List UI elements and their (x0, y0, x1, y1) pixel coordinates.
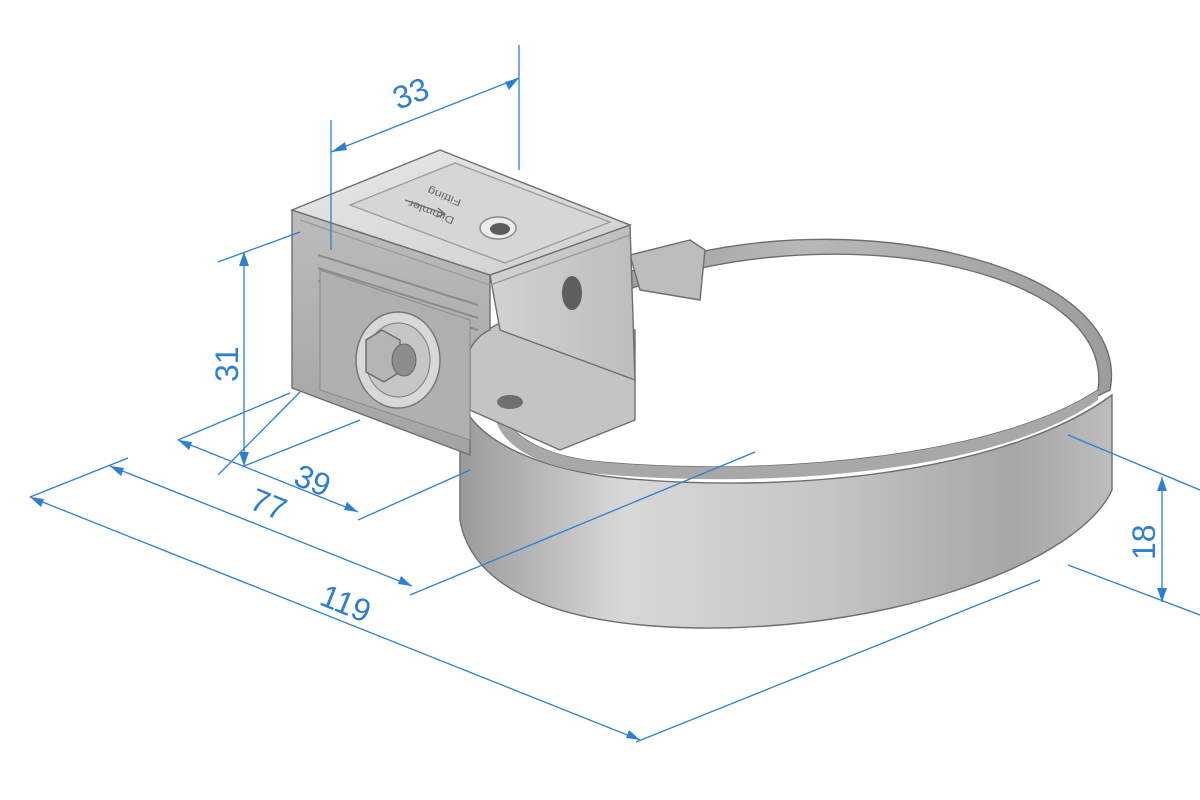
stamp-arrow (404, 199, 447, 218)
band-outer-surface (459, 393, 1113, 629)
dim-label-31: 31 (209, 346, 245, 382)
top-panel-edge (299, 219, 631, 286)
dim-label-77: 77 (245, 481, 291, 528)
side-hole (562, 276, 582, 310)
nut-bolt (355, 311, 441, 409)
dim-label-33: 33 (388, 70, 434, 116)
lower-plate-hole (497, 395, 523, 409)
band-opening (496, 253, 1100, 468)
dim-label-119: 119 (315, 577, 376, 629)
dim-label-18: 18 (1126, 524, 1162, 560)
top-panel (348, 162, 612, 264)
dim-label-39: 39 (289, 457, 335, 504)
band-tab (629, 239, 706, 301)
clamp-part: Fitting Dimmler (289, 149, 1113, 629)
dimension-lines (29, 45, 1200, 743)
band-inner-lower (493, 385, 1098, 480)
